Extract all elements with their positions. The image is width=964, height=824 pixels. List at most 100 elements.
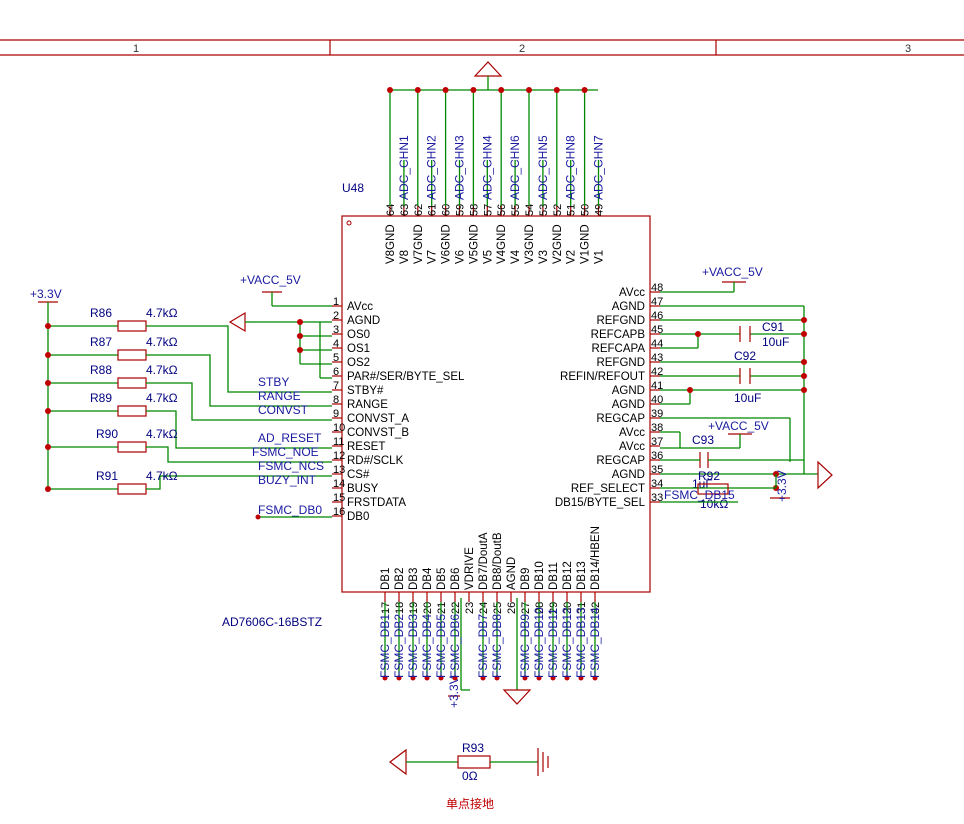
pin-number: 10 [333, 422, 345, 434]
pin-number: 17 [380, 602, 392, 614]
resistor-value: 4.7kΩ [146, 391, 178, 405]
pin-name: DB6 [450, 568, 462, 590]
pin-number: 1 [333, 296, 339, 308]
net-label: ADC_CHN7 [592, 135, 606, 200]
r93-single-point-ground: R93 0Ω 单点接地 [389, 741, 549, 811]
junction [45, 380, 51, 386]
pin-number: 53 [538, 204, 550, 216]
left-power-wiring: +VACC_5V +3.3V [30, 273, 332, 489]
pin-name: VDRIVE [464, 547, 476, 590]
pin-name: V4 [510, 249, 522, 264]
net-label: FSMC_DB0 [258, 503, 322, 517]
pin-number: 35 [651, 464, 663, 476]
c93-ref: C93 [692, 433, 714, 447]
pin-name: FRSTDATA [347, 497, 406, 509]
pin-number: 13 [333, 464, 345, 476]
pin-name: DB11 [548, 562, 560, 590]
pin-number: 40 [651, 394, 663, 406]
ic-part-number: AD7606C-16BSTZ [222, 615, 322, 629]
r93-note: 单点接地 [446, 796, 494, 811]
pin-number: 58 [468, 204, 480, 216]
pin-name: DB12 [562, 561, 574, 590]
pin-name: REFCAPB [591, 329, 646, 341]
ic-designator: U48 [342, 181, 364, 195]
zone-1: 1 [133, 43, 139, 55]
pin-name: AVcc [619, 287, 645, 299]
pin-number: 8 [333, 394, 339, 406]
junction [438, 675, 444, 681]
pin-name: REFGND [596, 357, 645, 369]
pin-name: V6 [455, 250, 467, 264]
pin-number: 29 [548, 602, 560, 614]
pin-number: 28 [534, 602, 546, 614]
pin-name: REGCAP [596, 413, 645, 425]
resistor-wire [146, 410, 332, 449]
zone-2: 2 [519, 43, 525, 55]
resistor-body [117, 349, 147, 361]
junction [410, 675, 416, 681]
pin-number: 26 [506, 602, 518, 614]
pin-number: 23 [464, 602, 476, 614]
pin-number: 9 [333, 408, 339, 420]
pin-number: 33 [651, 492, 663, 504]
pin-name: V7GND [413, 224, 425, 264]
pin-number: 62 [413, 204, 425, 216]
resistor-body [117, 377, 147, 389]
pin-name: AVcc [619, 441, 645, 453]
pin-number: 2 [333, 310, 339, 322]
pin-name: AGND [612, 399, 645, 411]
pin-number: 56 [496, 204, 508, 216]
resistor-value: 4.7kΩ [146, 427, 178, 441]
pin-name: V3GND [524, 224, 536, 264]
pin-number: 38 [651, 422, 663, 434]
pin-number: 42 [651, 366, 663, 378]
left-net-labels: STBYRANGECONVSTAD_RESETFSMC_NOEFSMC_NCSB… [252, 375, 332, 520]
net-label: ADC_CHN2 [425, 135, 439, 200]
pin-number: 7 [333, 380, 339, 392]
pin-name: PAR#/SER/BYTE_SEL [347, 371, 465, 383]
pin-number: 3 [333, 324, 339, 336]
c92-ref: C92 [734, 349, 756, 363]
pin-number: 61 [427, 204, 439, 216]
resistor-ref: R87 [90, 335, 112, 349]
pin-number: 54 [524, 204, 536, 216]
pin-number: 6 [333, 366, 339, 378]
pin-name: RESET [347, 441, 385, 453]
pin-name: V2GND [552, 224, 564, 264]
pin-name: AGND [612, 301, 645, 313]
pin-name: AGND [612, 385, 645, 397]
pin-name: AGND [506, 557, 518, 590]
pin-name: DB14/HBEN [590, 526, 602, 590]
pin-name: V8GND [385, 224, 397, 264]
pin-number: 30 [562, 602, 574, 614]
title-border: 1 2 3 [0, 39, 964, 56]
pin-name: REF_SELECT [571, 483, 645, 495]
net-label: ADC_CHN3 [453, 135, 467, 200]
pin-name: DB5 [436, 568, 448, 590]
junction [581, 87, 588, 93]
pin-name: CONVST_B [347, 427, 409, 439]
c92-value: 10uF [734, 391, 761, 405]
top-adc-wiring [390, 61, 598, 91]
net-label: FSMC_DB10 [532, 607, 546, 678]
vcc5-left-label: +VACC_5V [240, 273, 301, 287]
pin-name: DB7/DoutA [478, 532, 490, 590]
resistor-ref: R89 [90, 391, 112, 405]
pin-number: 16 [333, 506, 345, 518]
net-label: FSMC_DB5 [434, 614, 448, 678]
pin-number: 25 [492, 602, 504, 614]
net-label: FSMC_DB6 [448, 614, 462, 678]
pin-number: 4 [333, 338, 339, 350]
pin-name: DB3 [408, 568, 420, 590]
pin-number: 39 [651, 408, 663, 420]
pin-name: REFGND [596, 315, 645, 327]
r93-ref: R93 [462, 741, 484, 755]
junction [480, 675, 486, 681]
net-label: FSMC_DB8 [490, 614, 504, 678]
junction [526, 87, 532, 93]
pin-name: BUSY [347, 483, 379, 495]
resistor-body [117, 320, 147, 332]
pin-number: 47 [651, 296, 663, 308]
